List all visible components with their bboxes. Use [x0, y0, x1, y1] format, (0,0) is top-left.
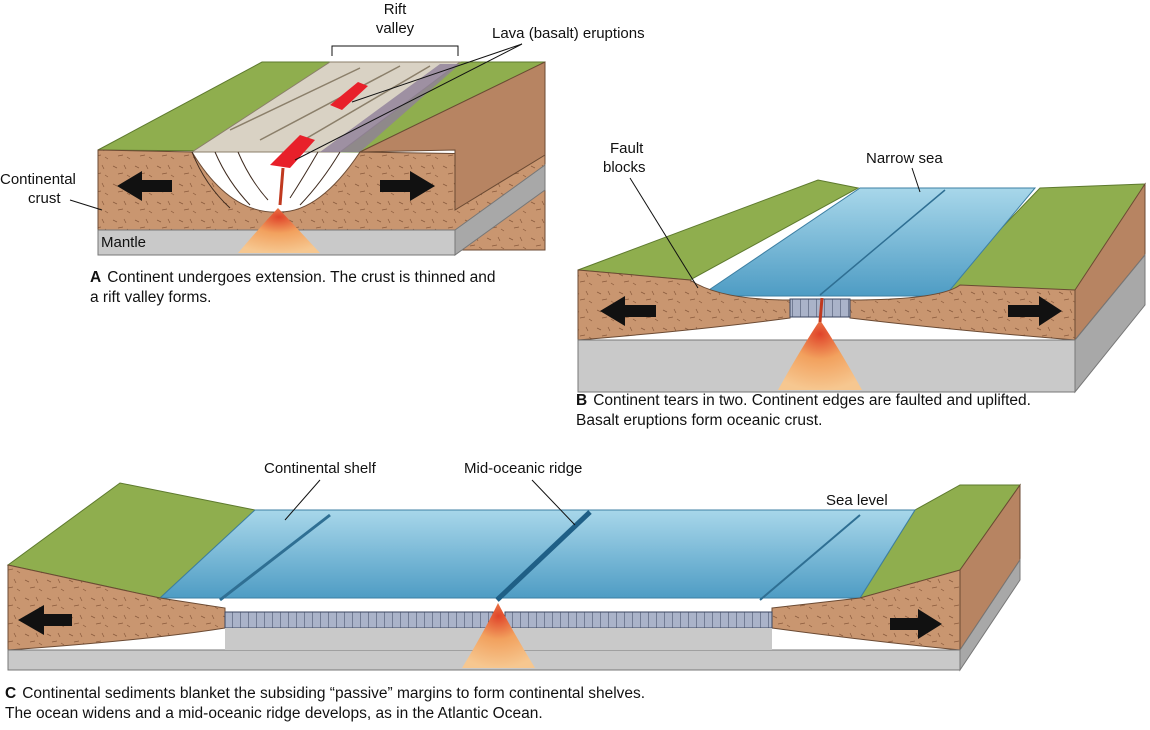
panel-b-right-arrow: [1008, 296, 1062, 326]
caption-b-line1: Continent tears in two. Continent edges …: [593, 392, 1031, 409]
caption-b-letter: B: [576, 392, 588, 409]
caption-b-line2: Basalt eruptions form oceanic crust.: [576, 412, 823, 429]
rift-label: Rift: [384, 1, 407, 18]
mantle-label: Mantle: [101, 234, 146, 251]
panel-b-crust-left: [577, 269, 791, 341]
caption-c: C Continental sediments blanket the subsi…: [5, 684, 645, 724]
caption-a-line1: Continent undergoes extension. The crust…: [107, 269, 496, 286]
caption-b: B Continent tears in two. Continent edges…: [576, 391, 1031, 431]
caption-a-line2: a rift valley forms.: [90, 289, 212, 306]
rift-valley-bracket: [331, 45, 459, 56]
panel-a-rift-shadow: [320, 64, 460, 152]
narrow-sea-label: Narrow sea: [866, 150, 943, 167]
sea-level-label: Sea level: [826, 492, 888, 509]
panel-c-block: [6, 482, 1021, 672]
panel-b-sea: [698, 187, 1037, 297]
panel-a-side-face: [359, 61, 546, 211]
panel-c-ridge-crest: [495, 510, 592, 602]
continental-crust-label-2: crust: [28, 190, 61, 207]
mid-oceanic-ridge-label: Mid-oceanic ridge: [464, 460, 582, 477]
panel-a-magma-plume: [238, 208, 320, 253]
caption-c-letter: C: [5, 685, 17, 702]
panel-c-left-arrow: [18, 605, 72, 635]
panel-a-left-arrow: [117, 171, 172, 201]
caption-c-line2: The ocean widens and a mid-oceanic ridge…: [5, 705, 543, 722]
valley-label: valley: [376, 20, 415, 37]
panel-b-magma-plume: [778, 320, 862, 390]
lava-leader-lines: [294, 43, 523, 161]
panel-c-magma-plume: [462, 603, 535, 668]
panel-c-ocean-crust-right: [504, 611, 773, 629]
panel-b-block: [577, 179, 1146, 394]
fault-label-1: Fault: [610, 140, 644, 157]
lava-label: Lava (basalt) eruptions: [492, 25, 645, 42]
panel-b-crust-right: [849, 284, 1076, 341]
panel-c-right-arrow: [890, 609, 942, 639]
panel-a-crust-face: [97, 149, 546, 251]
fault-label-2: blocks: [603, 159, 646, 176]
continental-shelf-label: Continental shelf: [264, 460, 377, 477]
caption-c-line1: Continental sediments blanket the subsid…: [22, 685, 646, 702]
caption-a-letter: A: [90, 269, 102, 286]
panel-c-ocean-crust-left: [224, 611, 494, 629]
panel-b-left-arrow: [600, 296, 656, 326]
panel-a-right-arrow: [380, 171, 435, 201]
continental-crust-label-1: Continental: [0, 171, 76, 188]
panel-a-block: [97, 61, 546, 256]
panel-c-ocean: [158, 509, 916, 599]
panel-a-lava-flow-2: [330, 82, 368, 110]
panel-a-lava-flow: [270, 135, 315, 168]
caption-a: A Continent undergoes extension. The crus…: [90, 268, 496, 308]
